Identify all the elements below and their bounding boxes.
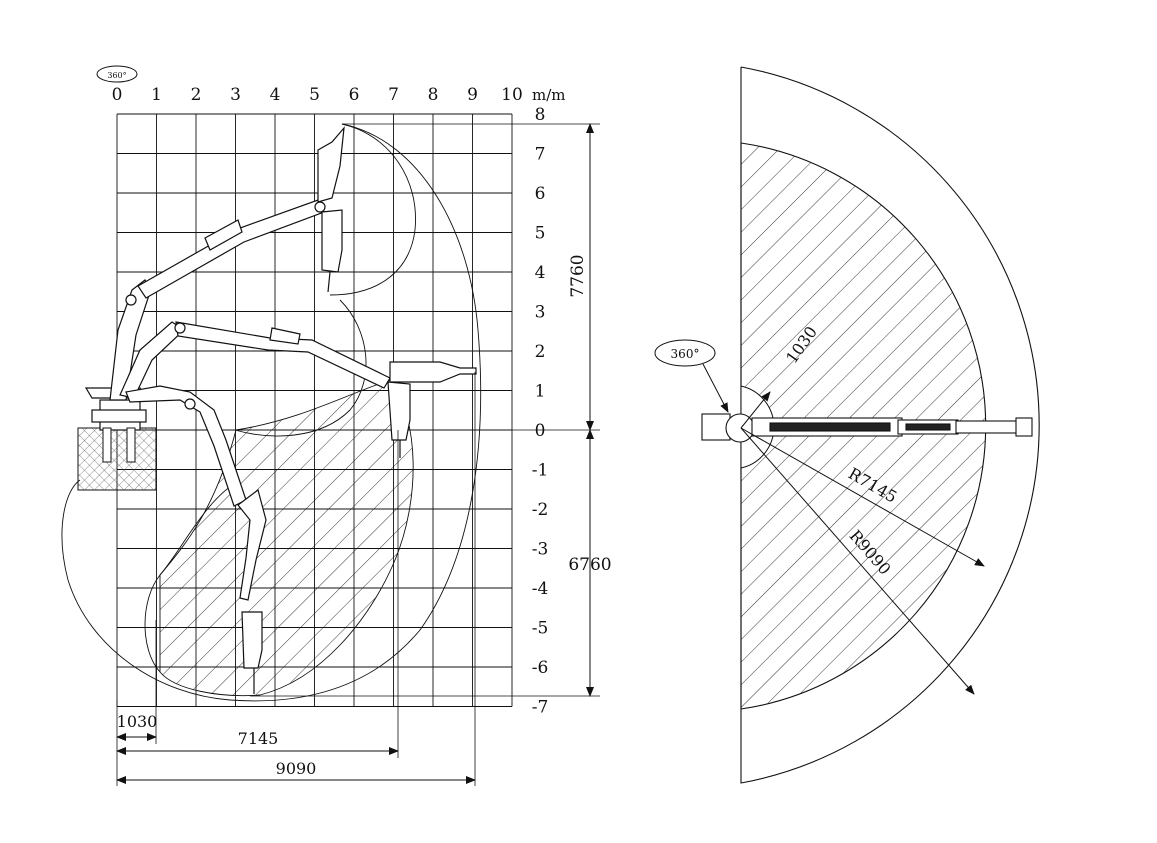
rotation-badge: [96, 65, 138, 83]
inner-reach-envelope: [329, 123, 416, 296]
arm-pose-raised: [109, 126, 345, 401]
y-tick-label: -2: [532, 500, 549, 520]
x-tick-label: 7: [388, 85, 399, 105]
y-tick-label: 2: [535, 342, 546, 362]
x-tick-label: 8: [428, 85, 439, 105]
y-tick-label: 7: [535, 145, 546, 165]
x-tick-label: 6: [349, 85, 360, 105]
y-tick-label: -7: [532, 698, 549, 718]
dim-max-reach-label: 9090: [276, 759, 317, 778]
inner-loop-envelope: [234, 299, 367, 437]
dim-depth-label: 6760: [568, 555, 611, 575]
x-tick-label: 1: [151, 85, 162, 105]
y-tick-label: 1: [535, 382, 546, 402]
x-tick-label: 10: [501, 85, 523, 105]
x-tick-label: 9: [467, 85, 478, 105]
y-tick-label: -1: [532, 461, 549, 481]
y-tick-label: 4: [535, 263, 546, 283]
x-tick-label: 0: [112, 85, 123, 105]
radius-line-outer: [740, 427, 975, 695]
rotation-badge-label: 360°: [671, 347, 700, 361]
rotation-badge-label: 360°: [107, 71, 126, 80]
lower-reach-envelope: [144, 479, 241, 673]
outer-swing-radius: [740, 66, 1040, 784]
x-tick-label: 5: [309, 85, 320, 105]
dim-height-label: 7760: [568, 254, 588, 297]
arm-pose-horizontal: [119, 321, 477, 458]
y-tick-label: 3: [535, 303, 546, 323]
y-tick-label: 8: [535, 105, 546, 125]
pedestal-leg: [102, 427, 112, 463]
foundation-block-cross: [78, 428, 156, 490]
boom-plan-view: [701, 413, 1033, 443]
y-tick-label: -4: [532, 579, 549, 599]
x-axis-unit: m/m: [532, 86, 566, 104]
y-tick-label: -3: [532, 540, 549, 560]
arm-pose-lowered: [125, 385, 267, 694]
dim-mid-reach-label: 7145: [238, 729, 279, 748]
rotation-badge: [654, 339, 716, 367]
working-zone-hatch: [159, 379, 414, 697]
rotation-badge-leader: [702, 363, 729, 413]
radius-line-mid: [740, 427, 985, 567]
y-tick-label: 0: [535, 421, 546, 441]
y-tick-label: -5: [532, 619, 549, 639]
x-tick-label: 4: [270, 85, 281, 105]
y-tick-label: 6: [535, 184, 546, 204]
y-tick-label: 5: [535, 224, 546, 244]
x-tick-label: 3: [230, 85, 241, 105]
dim-min-reach-label: 1030: [117, 712, 158, 731]
radius-line-inner: [740, 391, 771, 429]
outer-reach-envelope: [61, 123, 482, 702]
pedestal-leg: [126, 427, 136, 463]
turret-base: [91, 409, 147, 423]
x-tick-label: 2: [191, 85, 202, 105]
top-view-plan: 1030 R7145 R9090 360°: [654, 66, 1040, 784]
y-tick-label: -6: [532, 658, 549, 678]
